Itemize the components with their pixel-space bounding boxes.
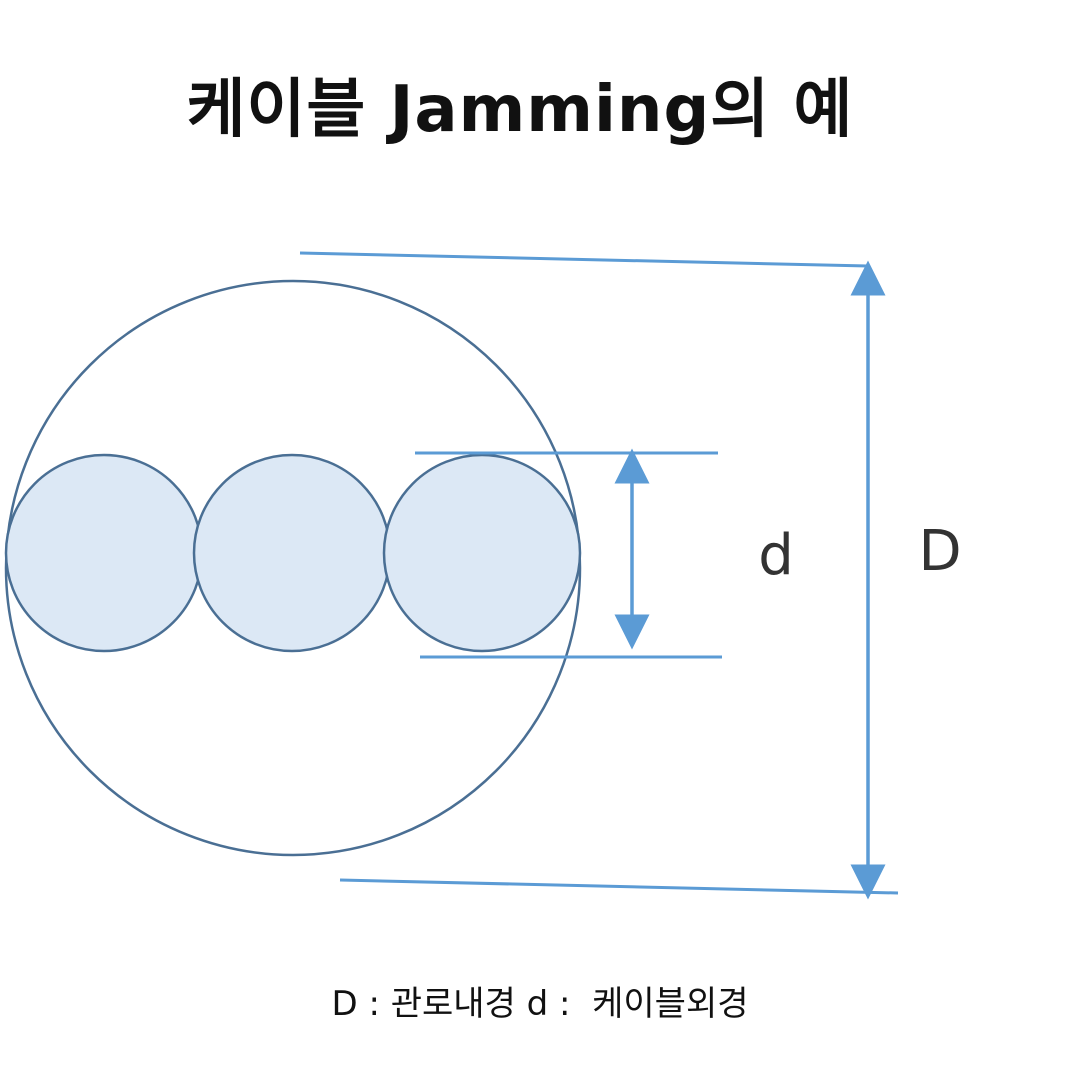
inner-dimension-label: d <box>758 523 794 588</box>
outer-dimension-label: D <box>918 519 961 584</box>
cable-circle-3 <box>382 453 582 653</box>
diagram-title: 케이블 Jamming의 예 <box>186 73 854 147</box>
cable-circle-2 <box>192 453 392 653</box>
outer-extension-line-top <box>299 251 869 268</box>
cable-circle-1 <box>4 453 204 653</box>
outer-extension-line-bottom <box>339 878 899 895</box>
diagram-legend: D : 관로내경 d : 케이블외경 <box>331 984 749 1024</box>
